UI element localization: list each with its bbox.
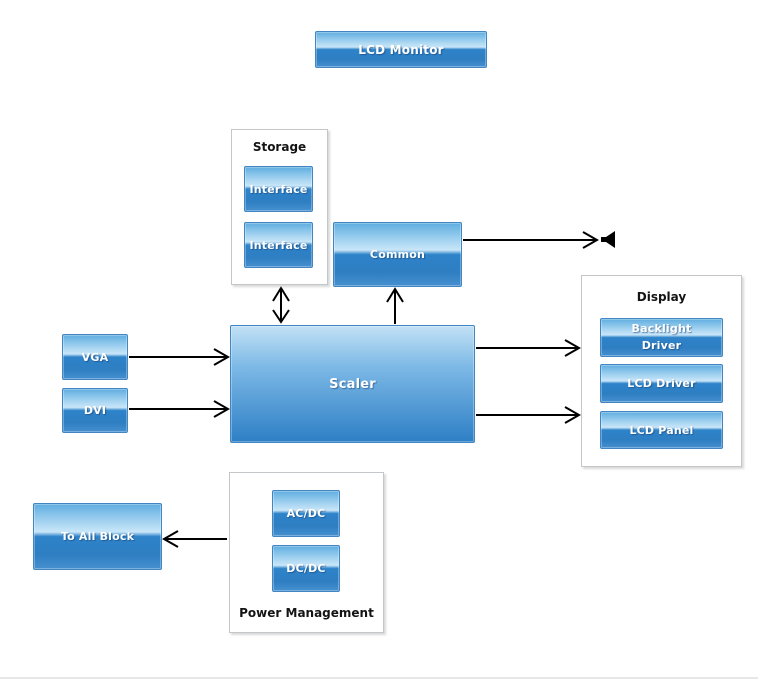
- lcd-panel-label: LCD Panel: [629, 423, 694, 437]
- arrow-dvi-to-scaler: [129, 400, 231, 418]
- lcd-panel-block: LCD Panel: [600, 411, 723, 449]
- power-management-group-label: Power Management: [239, 606, 374, 620]
- to-all-block-label: To All Block: [60, 530, 135, 543]
- arrow-power-to-all-block: [161, 530, 227, 548]
- scaler-block: Scaler: [230, 325, 475, 443]
- display-group-label: Display: [636, 290, 687, 304]
- lcd-driver-label: LCD Driver: [627, 377, 696, 390]
- backlight-driver-label: Backlight Driver: [631, 322, 692, 352]
- common-label: Common: [369, 248, 426, 261]
- arrow-storage-scaler-bidirectional: [272, 286, 290, 324]
- acdc-block: AC/DC: [272, 490, 340, 537]
- storage-interface-block-2: Interface: [244, 222, 313, 268]
- vga-label: VGA: [81, 350, 109, 364]
- storage-interface-block-1: Interface: [244, 166, 313, 212]
- common-block: Common: [333, 222, 462, 287]
- lcd-driver-block: LCD Driver: [600, 364, 723, 403]
- storage-interface-label-1: Interface: [249, 182, 308, 196]
- backlight-driver-block: Backlight Driver: [600, 318, 723, 357]
- scaler-label: Scaler: [329, 376, 376, 392]
- dvi-label: DVI: [83, 404, 107, 417]
- arrow-scaler-to-backlight-driver: [476, 339, 582, 357]
- lcd-monitor-block: LCD Monitor: [315, 31, 487, 68]
- storage-interface-label-2: Interface: [249, 238, 308, 252]
- dcdc-label: DC/DC: [286, 562, 326, 575]
- vga-block: VGA: [62, 334, 128, 380]
- storage-group-label: Storage: [252, 140, 307, 154]
- arrow-common-to-speaker: [463, 231, 600, 249]
- to-all-block: To All Block: [33, 503, 162, 570]
- dcdc-block: DC/DC: [272, 545, 340, 592]
- acdc-label: AC/DC: [286, 507, 326, 520]
- arrow-scaler-to-lcd-panel: [476, 406, 582, 424]
- bottom-divider: [0, 677, 758, 679]
- dvi-block: DVI: [62, 388, 128, 433]
- lcd-monitor-label: LCD Monitor: [358, 42, 444, 57]
- arrow-vga-to-scaler: [129, 348, 231, 366]
- speaker-icon: [601, 231, 615, 248]
- arrow-scaler-to-common: [386, 287, 404, 324]
